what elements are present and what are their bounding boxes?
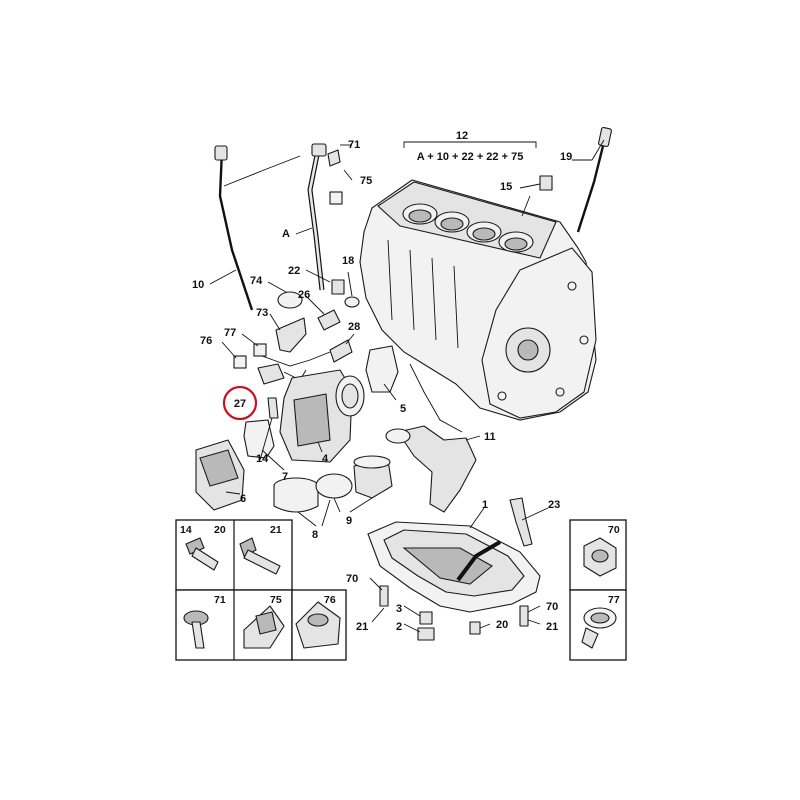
leader-lines	[209, 139, 605, 633]
callout-22: 22	[288, 265, 300, 277]
bolt-20	[469, 621, 481, 635]
inset-bolt-14-20	[185, 537, 219, 571]
callout-11: 11	[484, 431, 496, 443]
highlight-ring-27	[222, 385, 258, 421]
clip-77	[253, 343, 267, 357]
inset-stud-21	[239, 537, 281, 575]
stud-70-left	[379, 585, 389, 607]
callout-77: 77	[224, 327, 236, 339]
oil-level-rod	[576, 126, 612, 233]
seal-74	[277, 291, 303, 309]
callout-70-left: 70	[346, 573, 358, 585]
inset-nut-70	[583, 537, 617, 577]
stud-70-right	[519, 605, 529, 627]
sensor-22	[331, 279, 345, 295]
inset-label-14: 14	[180, 524, 192, 536]
bolt-71	[327, 149, 341, 167]
callout-70-right: 70	[546, 601, 558, 613]
callout-10: 10	[192, 279, 204, 291]
gasket-7	[243, 419, 275, 459]
callout-18: 18	[342, 255, 354, 267]
bolt-14	[267, 397, 279, 419]
filter-cap	[353, 455, 393, 499]
callout-5: 5	[400, 403, 406, 415]
callout-21-left: 21	[356, 621, 368, 633]
inset-panel-left: 14 20 21 71 75 76	[175, 519, 347, 661]
inset-label-70: 70	[608, 524, 620, 536]
callout-9: 9	[346, 515, 352, 527]
kit-formula: A + 10 + 22 + 22 + 75	[417, 151, 524, 163]
callout-4: 4	[322, 453, 329, 465]
callout-14: 14	[256, 453, 269, 465]
callout-20: 20	[496, 619, 508, 631]
dipstick-tube	[307, 143, 327, 291]
inset-label-21: 21	[270, 524, 282, 536]
callout-3: 3	[396, 603, 402, 615]
inset-clip-76	[295, 601, 341, 649]
gasket-5	[365, 345, 399, 393]
adapter-73	[275, 317, 307, 353]
sensor-26	[317, 309, 341, 331]
inset-label-20: 20	[214, 524, 226, 536]
callout-2: 2	[396, 621, 402, 633]
callout-26: 26	[298, 289, 310, 301]
callout-19: 19	[560, 151, 572, 163]
sensor-27	[257, 363, 285, 385]
inset-clip-75	[243, 605, 285, 649]
filter-element	[273, 477, 319, 513]
seal-3	[419, 611, 433, 625]
clip-75	[329, 191, 343, 205]
clip-76	[233, 355, 247, 369]
callout-23: 23	[548, 499, 560, 511]
callout-15: 15	[500, 181, 512, 193]
inset-label-71: 71	[214, 594, 226, 606]
oil-sump	[367, 521, 541, 613]
clip-15	[539, 175, 553, 191]
dipstick	[214, 145, 254, 311]
inset-bolt-71	[183, 610, 209, 649]
callout-76: 76	[200, 335, 212, 347]
engine-block	[359, 179, 597, 421]
inset-panel-right: 70 77	[569, 519, 627, 661]
oil-pickup	[385, 363, 477, 513]
callout-73: 73	[256, 307, 268, 319]
drain-plug-2	[417, 627, 435, 641]
callout-27: 27	[234, 398, 246, 410]
callout-21-right: 21	[546, 621, 558, 633]
callout-71: 71	[348, 139, 360, 151]
callout-12: 12	[456, 130, 468, 142]
callout-28: 28	[348, 321, 360, 333]
inset-label-76: 76	[324, 594, 336, 606]
washer-18	[344, 296, 360, 308]
callout-75: 75	[360, 175, 372, 187]
callout-8: 8	[312, 529, 318, 541]
inset-clamp-77	[581, 607, 617, 649]
callout-a: A	[282, 228, 290, 240]
inset-label-77: 77	[608, 594, 620, 606]
callout-74: 74	[250, 275, 263, 287]
callout-7: 7	[282, 471, 288, 483]
inset-label-75: 75	[270, 594, 282, 606]
seal-9	[315, 473, 353, 499]
callout-1: 1	[482, 499, 488, 511]
sensor-23	[509, 497, 533, 547]
sensor-28	[329, 339, 353, 363]
callout-6: 6	[240, 493, 246, 505]
oil-cooler	[195, 439, 245, 511]
oil-filter-housing	[279, 369, 365, 463]
